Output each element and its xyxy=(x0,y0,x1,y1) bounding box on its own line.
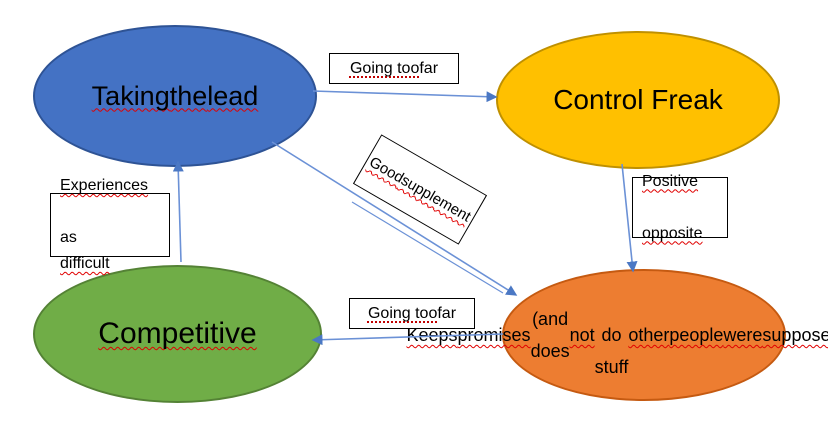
text-segment: people xyxy=(669,324,724,345)
label-going-too-far-bottom: Going too far xyxy=(349,298,475,329)
text-segment: the xyxy=(169,80,208,111)
text-segment: far xyxy=(419,59,439,77)
node-competitive: Competitive xyxy=(33,265,322,403)
text-segment: (and does xyxy=(530,308,570,361)
text-segment: lead xyxy=(207,80,259,111)
text-segment: Control Freak xyxy=(553,84,723,115)
text-segment: as xyxy=(60,229,77,246)
text-segment: Competitive xyxy=(98,317,257,350)
text-segment: supposed xyxy=(762,324,828,345)
text-segment: opposite xyxy=(642,224,703,242)
text-segment: Taking xyxy=(91,80,170,111)
node-taking-the-lead: Taking the lead xyxy=(33,25,317,167)
text-segment: do stuff xyxy=(594,324,629,378)
node-control-freak: Control Freak xyxy=(496,31,780,169)
text-segment: were xyxy=(723,324,763,345)
text-segment xyxy=(642,195,727,221)
text-segment: other xyxy=(628,324,670,345)
arrow-taking-to-control xyxy=(312,90,498,103)
text-segment: not xyxy=(569,324,595,345)
node-keeps-promises: Keeps promises (and does not do stuff ot… xyxy=(406,269,828,401)
text-segment: Going too xyxy=(349,59,420,77)
text-segment: Positive xyxy=(642,172,699,190)
text-segment: far xyxy=(437,304,457,322)
label-experiences-as-difficult: Experiences as difficult xyxy=(50,177,170,272)
text-segment: supplement xyxy=(398,171,474,226)
text-segment: Going too xyxy=(367,304,438,322)
label-positive-opposite: Positive opposite xyxy=(632,173,728,242)
arrow-competitive-to-taking xyxy=(172,160,184,263)
text-segment: Experiences xyxy=(60,177,149,194)
label-going-too-far-top: Going too far xyxy=(329,53,459,84)
label-good-supplement: Good supplement xyxy=(352,134,488,245)
text-segment: difficult xyxy=(60,255,110,272)
